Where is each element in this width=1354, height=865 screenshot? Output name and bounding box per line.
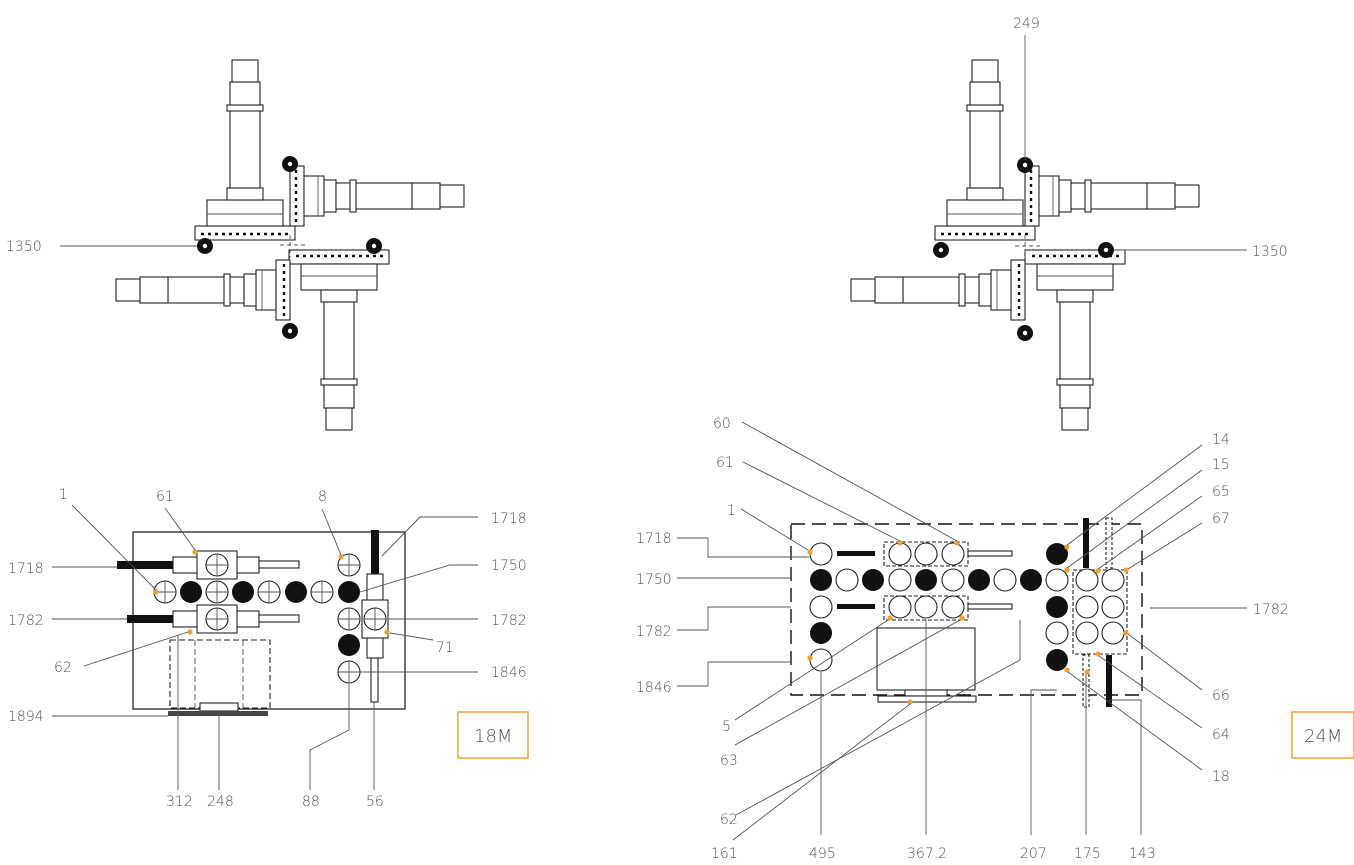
left-label-1718-left: 1718 xyxy=(8,561,44,577)
right-badge: 24M xyxy=(1291,711,1354,759)
right-label-61: 61 xyxy=(716,455,734,471)
left-plan-leaders xyxy=(52,504,478,790)
left-label-88: 88 xyxy=(302,794,320,810)
left-label-1894: 1894 xyxy=(8,709,44,725)
left-rotary-head xyxy=(114,58,466,432)
right-label-65: 65 xyxy=(1212,484,1230,500)
right-label-175: 175 xyxy=(1074,846,1101,862)
right-cross-label-right: 1350 xyxy=(1252,244,1288,260)
right-label-1782-right: 1782 xyxy=(1253,602,1289,618)
right-badge-text: 24M xyxy=(1304,726,1342,747)
right-rotary-head xyxy=(849,58,1201,432)
left-label-248: 248 xyxy=(207,794,234,810)
left-label-312: 312 xyxy=(166,794,193,810)
right-label-1782-left: 1782 xyxy=(636,624,672,640)
left-label-71: 71 xyxy=(436,640,454,656)
right-label-1: 1 xyxy=(727,503,736,519)
right-label-18: 18 xyxy=(1212,769,1230,785)
left-label-61: 61 xyxy=(156,489,174,505)
left-label-1782-left: 1782 xyxy=(8,613,44,629)
left-badge: 18M xyxy=(457,711,529,759)
left-plan xyxy=(117,530,406,716)
right-label-15: 15 xyxy=(1212,457,1230,473)
right-label-161: 161 xyxy=(711,846,738,862)
left-label-8: 8 xyxy=(318,489,327,505)
left-label-1: 1 xyxy=(59,487,68,503)
right-label-1846: 1846 xyxy=(636,680,672,696)
right-label-1718: 1718 xyxy=(636,531,672,547)
right-label-1750: 1750 xyxy=(636,572,672,588)
left-label-62: 62 xyxy=(54,660,72,676)
right-label-143: 143 xyxy=(1129,846,1156,862)
right-plan-leaders xyxy=(677,421,1247,841)
right-label-60: 60 xyxy=(713,416,731,432)
right-label-14: 14 xyxy=(1212,432,1230,448)
right-label-67: 67 xyxy=(1212,511,1230,527)
left-label-1846: 1846 xyxy=(491,665,527,681)
left-label-1750: 1750 xyxy=(491,558,527,574)
right-label-207: 207 xyxy=(1020,846,1047,862)
left-label-1718-right: 1718 xyxy=(491,511,527,527)
right-label-62: 62 xyxy=(720,812,738,828)
left-label-56: 56 xyxy=(366,794,384,810)
right-label-64: 64 xyxy=(1212,727,1230,743)
right-label-66: 66 xyxy=(1212,688,1230,704)
right-label-495: 495 xyxy=(809,846,836,862)
left-badge-text: 18M xyxy=(474,726,512,747)
left-label-1782-right: 1782 xyxy=(491,613,527,629)
right-plan xyxy=(790,517,1143,708)
right-label-367-2: 367.2 xyxy=(907,846,947,862)
right-label-63: 63 xyxy=(720,753,738,769)
left-cross-label: 1350 xyxy=(6,239,42,255)
right-cross-label-top: 249 xyxy=(1013,16,1040,32)
right-label-5: 5 xyxy=(722,719,731,735)
